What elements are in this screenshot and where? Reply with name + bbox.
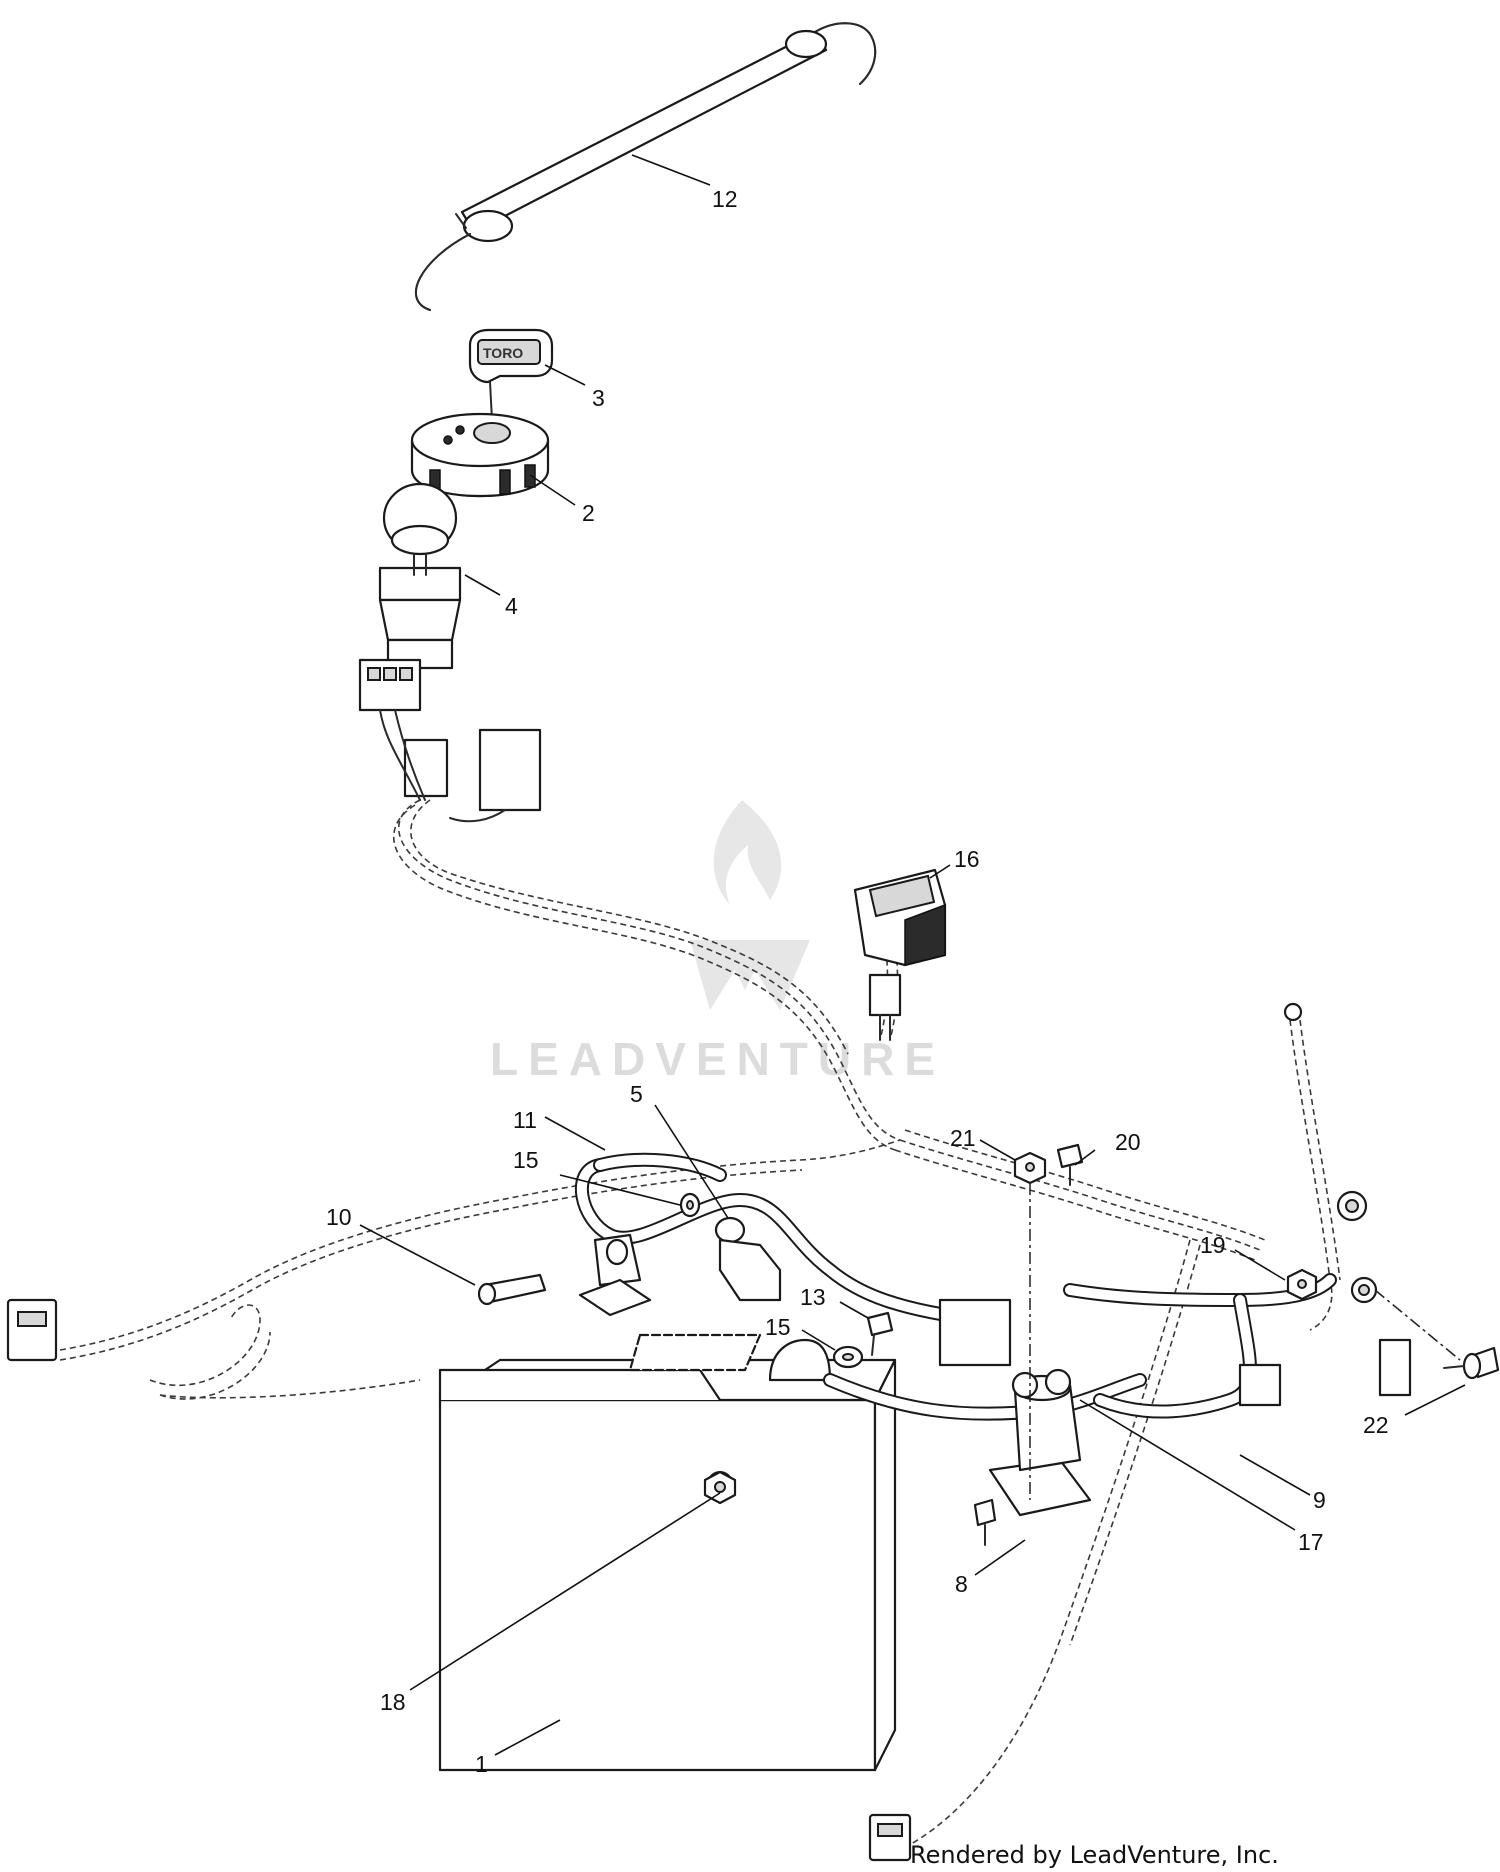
- callout-2: 2: [582, 500, 595, 526]
- harness-connector-left: [6, 1298, 58, 1362]
- screw: [866, 1311, 894, 1356]
- leadventure-watermark: LEADVENTURE: [490, 800, 945, 1085]
- solenoid: [973, 1368, 1092, 1546]
- callout-9: 9: [1313, 1487, 1326, 1513]
- callout-20: 20: [1115, 1129, 1141, 1155]
- harness-connectors-right: [938, 1298, 1412, 1407]
- callout-12: 12: [712, 186, 738, 212]
- callout-11: 11: [513, 1107, 537, 1133]
- callout-4: 4: [505, 593, 518, 619]
- watermark-text: LEADVENTURE: [490, 1033, 945, 1085]
- callout-5: 5: [630, 1081, 643, 1107]
- flange-nut: [1286, 1268, 1318, 1301]
- fuse: [477, 1273, 547, 1306]
- harness-connectors-upper: [358, 658, 542, 823]
- callout-19: 19: [1200, 1232, 1226, 1258]
- leader-lines: [359, 154, 1466, 1756]
- render-credit: Rendered by LeadVenture, Inc.: [910, 1841, 1279, 1869]
- callout-numbers: 12 3 2 4 16 5 11 15 10 21 20 19 13 15 22…: [326, 186, 1389, 1777]
- flange-bolt: [1443, 1346, 1500, 1380]
- prop-rod: [414, 22, 877, 311]
- clamp: [714, 1216, 782, 1302]
- pto-switch: [378, 482, 462, 670]
- dash-axis-22: [1374, 1289, 1461, 1361]
- battery: [438, 1333, 897, 1772]
- nut-21: [1013, 1151, 1047, 1185]
- battery-nut: [703, 1470, 737, 1505]
- battery-terminal: [578, 1233, 652, 1317]
- callout-17: 17: [1298, 1529, 1324, 1555]
- washer-upper: [679, 1192, 701, 1218]
- callout-21: 21: [950, 1125, 976, 1151]
- callout-16: 16: [954, 846, 980, 872]
- main-wire-harness: [59, 799, 1341, 1851]
- callout-15-upper: 15: [513, 1147, 539, 1173]
- callout-15-lower: 15: [765, 1314, 791, 1340]
- callout-22: 22: [1363, 1412, 1389, 1438]
- hour-meter: [853, 868, 947, 1041]
- ignition-switch: [410, 412, 550, 498]
- ignition-key: TORO: [468, 328, 554, 421]
- bolt-20: [1056, 1143, 1084, 1186]
- callout-10: 10: [326, 1204, 352, 1230]
- callout-18: 18: [380, 1689, 406, 1715]
- callout-3: 3: [592, 385, 605, 411]
- callout-1: 1: [475, 1751, 488, 1777]
- callout-8: 8: [955, 1571, 968, 1597]
- washer-lower: [832, 1345, 864, 1369]
- callout-13: 13: [800, 1284, 826, 1310]
- harness-connector-bottom: [868, 1813, 912, 1862]
- key-brand-label: TORO: [483, 345, 523, 361]
